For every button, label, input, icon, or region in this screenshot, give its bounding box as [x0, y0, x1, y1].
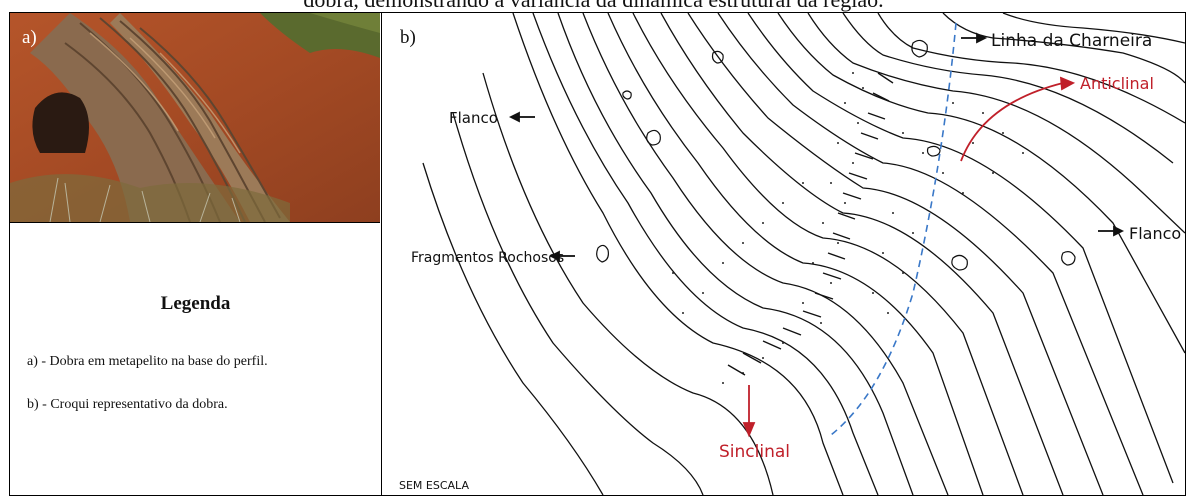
- hinge-line: [831, 23, 956, 435]
- legend-title: Legenda: [9, 293, 382, 315]
- hinge-line-label: Linha da Charneira: [991, 31, 1152, 51]
- stipple-dots: [672, 72, 1024, 384]
- figure-caption: dobra, demonstrando a variância da dinâm…: [0, 0, 1187, 12]
- flank-left-label: Flanco: [449, 109, 498, 127]
- anticline-label: Anticlinal: [1080, 74, 1154, 93]
- outcrop-photo: [10, 13, 380, 223]
- scale-label: SEM ESCALA: [399, 479, 469, 492]
- red-arrows: [744, 78, 1073, 435]
- fragments-label: Fragmentos Rochosos: [411, 250, 564, 266]
- legend-item-b: b) - Croqui representativo da dobra.: [27, 397, 228, 413]
- left-column: [9, 12, 382, 496]
- flank-right-label: Flanco: [1129, 224, 1181, 243]
- annotation-arrows: [511, 34, 1122, 260]
- panel-a-tag: a): [22, 27, 37, 49]
- syncline-label: Sinclinal: [719, 442, 790, 462]
- legend-item-a: a) - Dobra em metapelito na base do perf…: [27, 354, 268, 370]
- fold-sketch: Linha da Charneira Anticlinal Flanco Fla…: [383, 13, 1185, 495]
